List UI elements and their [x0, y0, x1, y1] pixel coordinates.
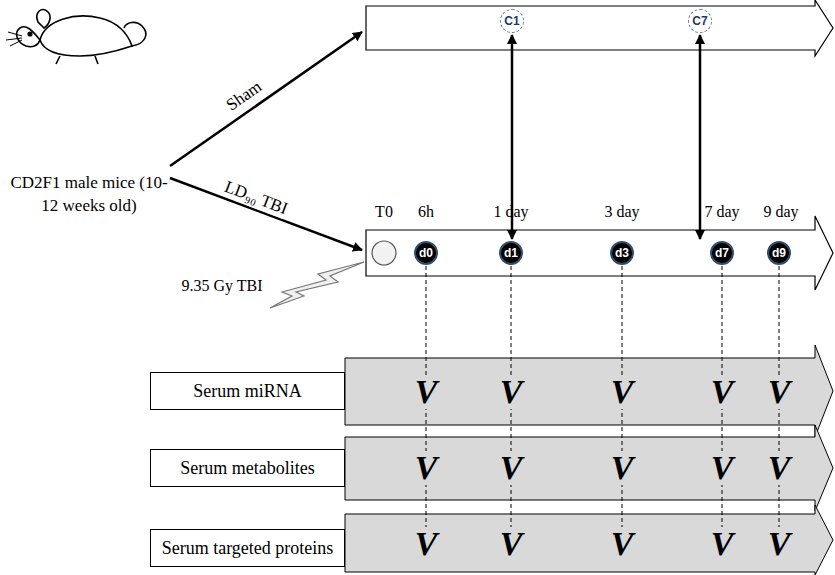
timepoint-circle: d1	[499, 241, 523, 265]
time-label: 9 day	[763, 203, 798, 221]
node-label: Serum metabolites	[180, 458, 314, 479]
time-label: 1 day	[493, 203, 528, 221]
time-label: 7 day	[704, 203, 739, 221]
assay-box: Serum targeted proteins	[150, 529, 345, 567]
node-label: Serum miRNA	[193, 381, 302, 402]
branch-label: LD₉₀ TBI	[222, 177, 290, 218]
node-label: C1	[504, 14, 519, 28]
check-mark: V	[413, 375, 440, 409]
branch-label: Sham	[223, 77, 265, 115]
check-mark: V	[766, 527, 793, 561]
assay-band	[345, 345, 833, 437]
control-circle: C7	[688, 9, 712, 33]
time-label: 9.35 Gy TBI	[181, 277, 262, 295]
node-label: C7	[692, 14, 707, 28]
node-label: d9	[772, 246, 786, 260]
check-mark: V	[709, 375, 736, 409]
timepoint-circle: d9	[767, 241, 791, 265]
check-mark: V	[766, 451, 793, 485]
check-mark: V	[766, 375, 793, 409]
check-mark: V	[609, 375, 636, 409]
link-arrow	[699, 35, 702, 239]
timepoint-circle: d7	[710, 241, 734, 265]
check-mark: V	[709, 527, 736, 561]
timepoint-guides	[426, 266, 779, 548]
timeline-band	[366, 0, 833, 56]
node-label: d7	[715, 246, 729, 260]
check-mark: V	[498, 527, 525, 561]
check-mark: V	[609, 527, 636, 561]
radiation-bolt	[270, 262, 364, 308]
node-label: d3	[615, 246, 629, 260]
timepoint-circle: d3	[610, 241, 634, 265]
node-label: d1	[504, 246, 518, 260]
timepoint-circle: d0	[414, 241, 438, 265]
time-label: 6h	[418, 203, 434, 221]
node-label: d0	[419, 246, 433, 260]
check-mark: V	[413, 527, 440, 561]
check-mark: V	[413, 451, 440, 485]
node-label: Serum targeted proteins	[162, 538, 334, 559]
control-circle: C1	[500, 9, 524, 33]
start-circle	[372, 241, 396, 265]
subject-label: CD2F1 male mice (10-12 weeks old)	[5, 170, 173, 220]
time-label: T0	[375, 203, 393, 221]
time-label: 3 day	[604, 203, 639, 221]
branch-line	[170, 32, 362, 166]
check-mark: V	[498, 375, 525, 409]
assay-band	[345, 505, 833, 575]
timeline-band	[366, 216, 833, 290]
check-mark: V	[609, 451, 636, 485]
mouse-icon	[6, 10, 146, 64]
check-mark: V	[709, 451, 736, 485]
check-mark: V	[498, 451, 525, 485]
assay-box: Serum metabolites	[150, 449, 345, 487]
assay-box: Serum miRNA	[150, 372, 345, 410]
branch-line	[170, 178, 362, 250]
node-label: CD2F1 male mice (10-12 weeks old)	[5, 172, 173, 218]
assay-band	[345, 425, 833, 511]
